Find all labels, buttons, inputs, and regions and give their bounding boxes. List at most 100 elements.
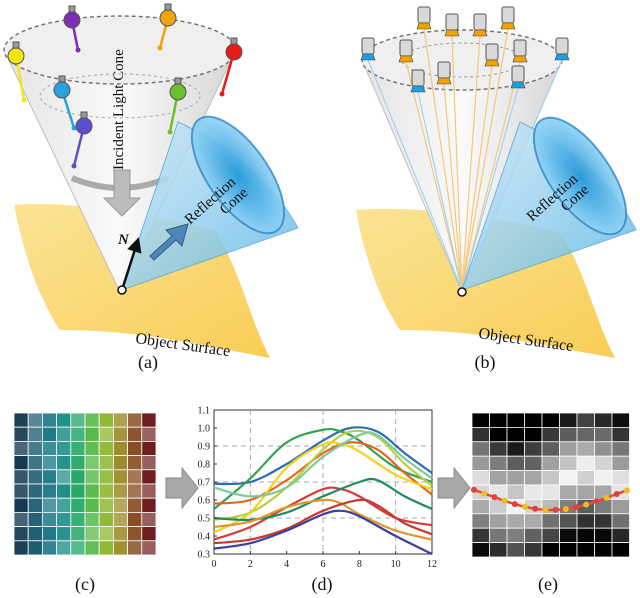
- gray-cell-e: [541, 484, 560, 500]
- x-tick-label: 8: [357, 559, 362, 570]
- gray-cell-e: [524, 513, 543, 529]
- sample-point: [552, 506, 559, 513]
- grid-cell-c: [13, 455, 29, 471]
- light-bulb-icon: [75, 117, 93, 135]
- gray-cell-e: [559, 426, 578, 443]
- gray-cell-e: [559, 527, 578, 544]
- lamp-ray-b: [417, 91, 463, 291]
- grid-cell-c: [141, 497, 157, 513]
- gray-cell-e: [524, 484, 543, 500]
- gray-cell-e: [559, 484, 578, 500]
- x-tick-label: 12: [427, 559, 437, 570]
- panel-e: (e): [471, 412, 630, 595]
- grid-cell-c: [127, 469, 143, 485]
- gray-cell-e: [594, 426, 613, 443]
- ray-tip-a: [157, 45, 163, 51]
- y-tick-label: 0.3: [198, 550, 211, 561]
- lamp-ray-b: [443, 83, 463, 291]
- grid-cell-c: [84, 426, 100, 442]
- grid-cell-c: [13, 412, 29, 428]
- lamp-body-icon: [437, 61, 451, 79]
- arrow-c-to-d-icon: [165, 466, 199, 510]
- lamp-body-icon: [399, 39, 413, 57]
- grid-cell-c: [42, 512, 58, 528]
- grid-cell-c: [56, 440, 72, 456]
- downward-arrow-icon: [102, 169, 142, 217]
- grid-cell-c: [13, 540, 29, 556]
- grid-cell-c: [27, 469, 43, 485]
- lamps-b: [360, 6, 570, 93]
- grid-cell-c: [70, 455, 86, 471]
- ray-tip-a: [71, 125, 77, 131]
- grid-cell-c: [84, 440, 100, 456]
- grid-cell-c: [127, 540, 143, 556]
- gray-cell-e: [489, 455, 508, 472]
- light-bulb-icon: [7, 47, 25, 65]
- grid-cell-c: [27, 512, 43, 528]
- normal-vector-a: [120, 237, 142, 291]
- y-tick-label: 0.9: [198, 442, 211, 453]
- light-bulb-icon: [53, 81, 71, 99]
- grid-cell-c: [84, 483, 100, 499]
- bulb-base-icon: [12, 41, 20, 49]
- gray-cell-e: [541, 513, 560, 529]
- panel-b: Reflection Cone Object Surface (b): [356, 6, 637, 373]
- lamp-body-icon: [417, 6, 431, 24]
- x-tick-label: 6: [321, 559, 326, 570]
- y-tick-label: 0.7: [198, 478, 211, 489]
- grid-cell-c: [141, 526, 157, 542]
- gray-cell-e: [471, 470, 490, 486]
- grid-cell-c: [127, 497, 143, 513]
- gray-cell-e: [594, 542, 613, 558]
- gray-cell-e: [489, 441, 508, 457]
- gray-cell-e: [506, 484, 525, 500]
- grid-cell-c: [27, 426, 43, 442]
- bulb-base-icon: [230, 37, 238, 45]
- gray-cell-e: [489, 412, 508, 428]
- sample-point: [573, 504, 579, 511]
- grid-cell-c: [27, 412, 43, 428]
- gray-cell-e: [594, 470, 613, 486]
- lamp-body-icon: [485, 43, 499, 61]
- lamp-cap-icon: [444, 29, 460, 37]
- lamp-ray-b: [423, 28, 463, 291]
- lamp-body-icon: [501, 6, 515, 24]
- sample-point: [481, 490, 488, 497]
- y-tick-label: 1.1: [198, 406, 211, 417]
- grid-cell-c: [113, 412, 129, 428]
- lamp-body-icon: [445, 13, 459, 31]
- ray-tip-a: [71, 163, 77, 169]
- lamp-cap-icon: [484, 59, 500, 67]
- normal-label: N: [117, 232, 130, 248]
- grid-cell-c: [42, 412, 58, 428]
- caption-c: (c): [75, 574, 95, 595]
- lamp-cap-icon: [554, 53, 570, 61]
- lamp-ray-b: [461, 65, 493, 291]
- gray-cell-e: [576, 441, 595, 457]
- gray-cell-e: [611, 527, 630, 544]
- grid-cell-c: [56, 469, 72, 485]
- reflection-arrow-icon: [149, 223, 189, 261]
- grid-cell-c: [42, 426, 58, 442]
- gray-cell-e: [576, 542, 595, 558]
- series-line: [213, 441, 433, 505]
- gray-cell-e: [576, 513, 595, 529]
- grid-cell-c: [127, 455, 143, 471]
- lamp-ray-b: [451, 35, 463, 291]
- grid-cell-c: [70, 469, 86, 485]
- gray-cell-e: [524, 527, 543, 544]
- gray-cell-e: [524, 455, 543, 472]
- lamp-ray-b: [461, 28, 509, 291]
- grid-cell-c: [27, 440, 43, 456]
- sample-point: [613, 491, 620, 498]
- sample-point: [542, 506, 549, 513]
- gray-cell-e: [611, 542, 630, 558]
- gray-cell-e: [506, 470, 525, 486]
- sample-point: [562, 506, 569, 513]
- lamp-cap-icon: [472, 29, 488, 37]
- gray-cell-e: [524, 412, 543, 428]
- grid-cell-c: [70, 512, 86, 528]
- gray-grid-e: [471, 412, 630, 558]
- grid-cell-c: [70, 412, 86, 428]
